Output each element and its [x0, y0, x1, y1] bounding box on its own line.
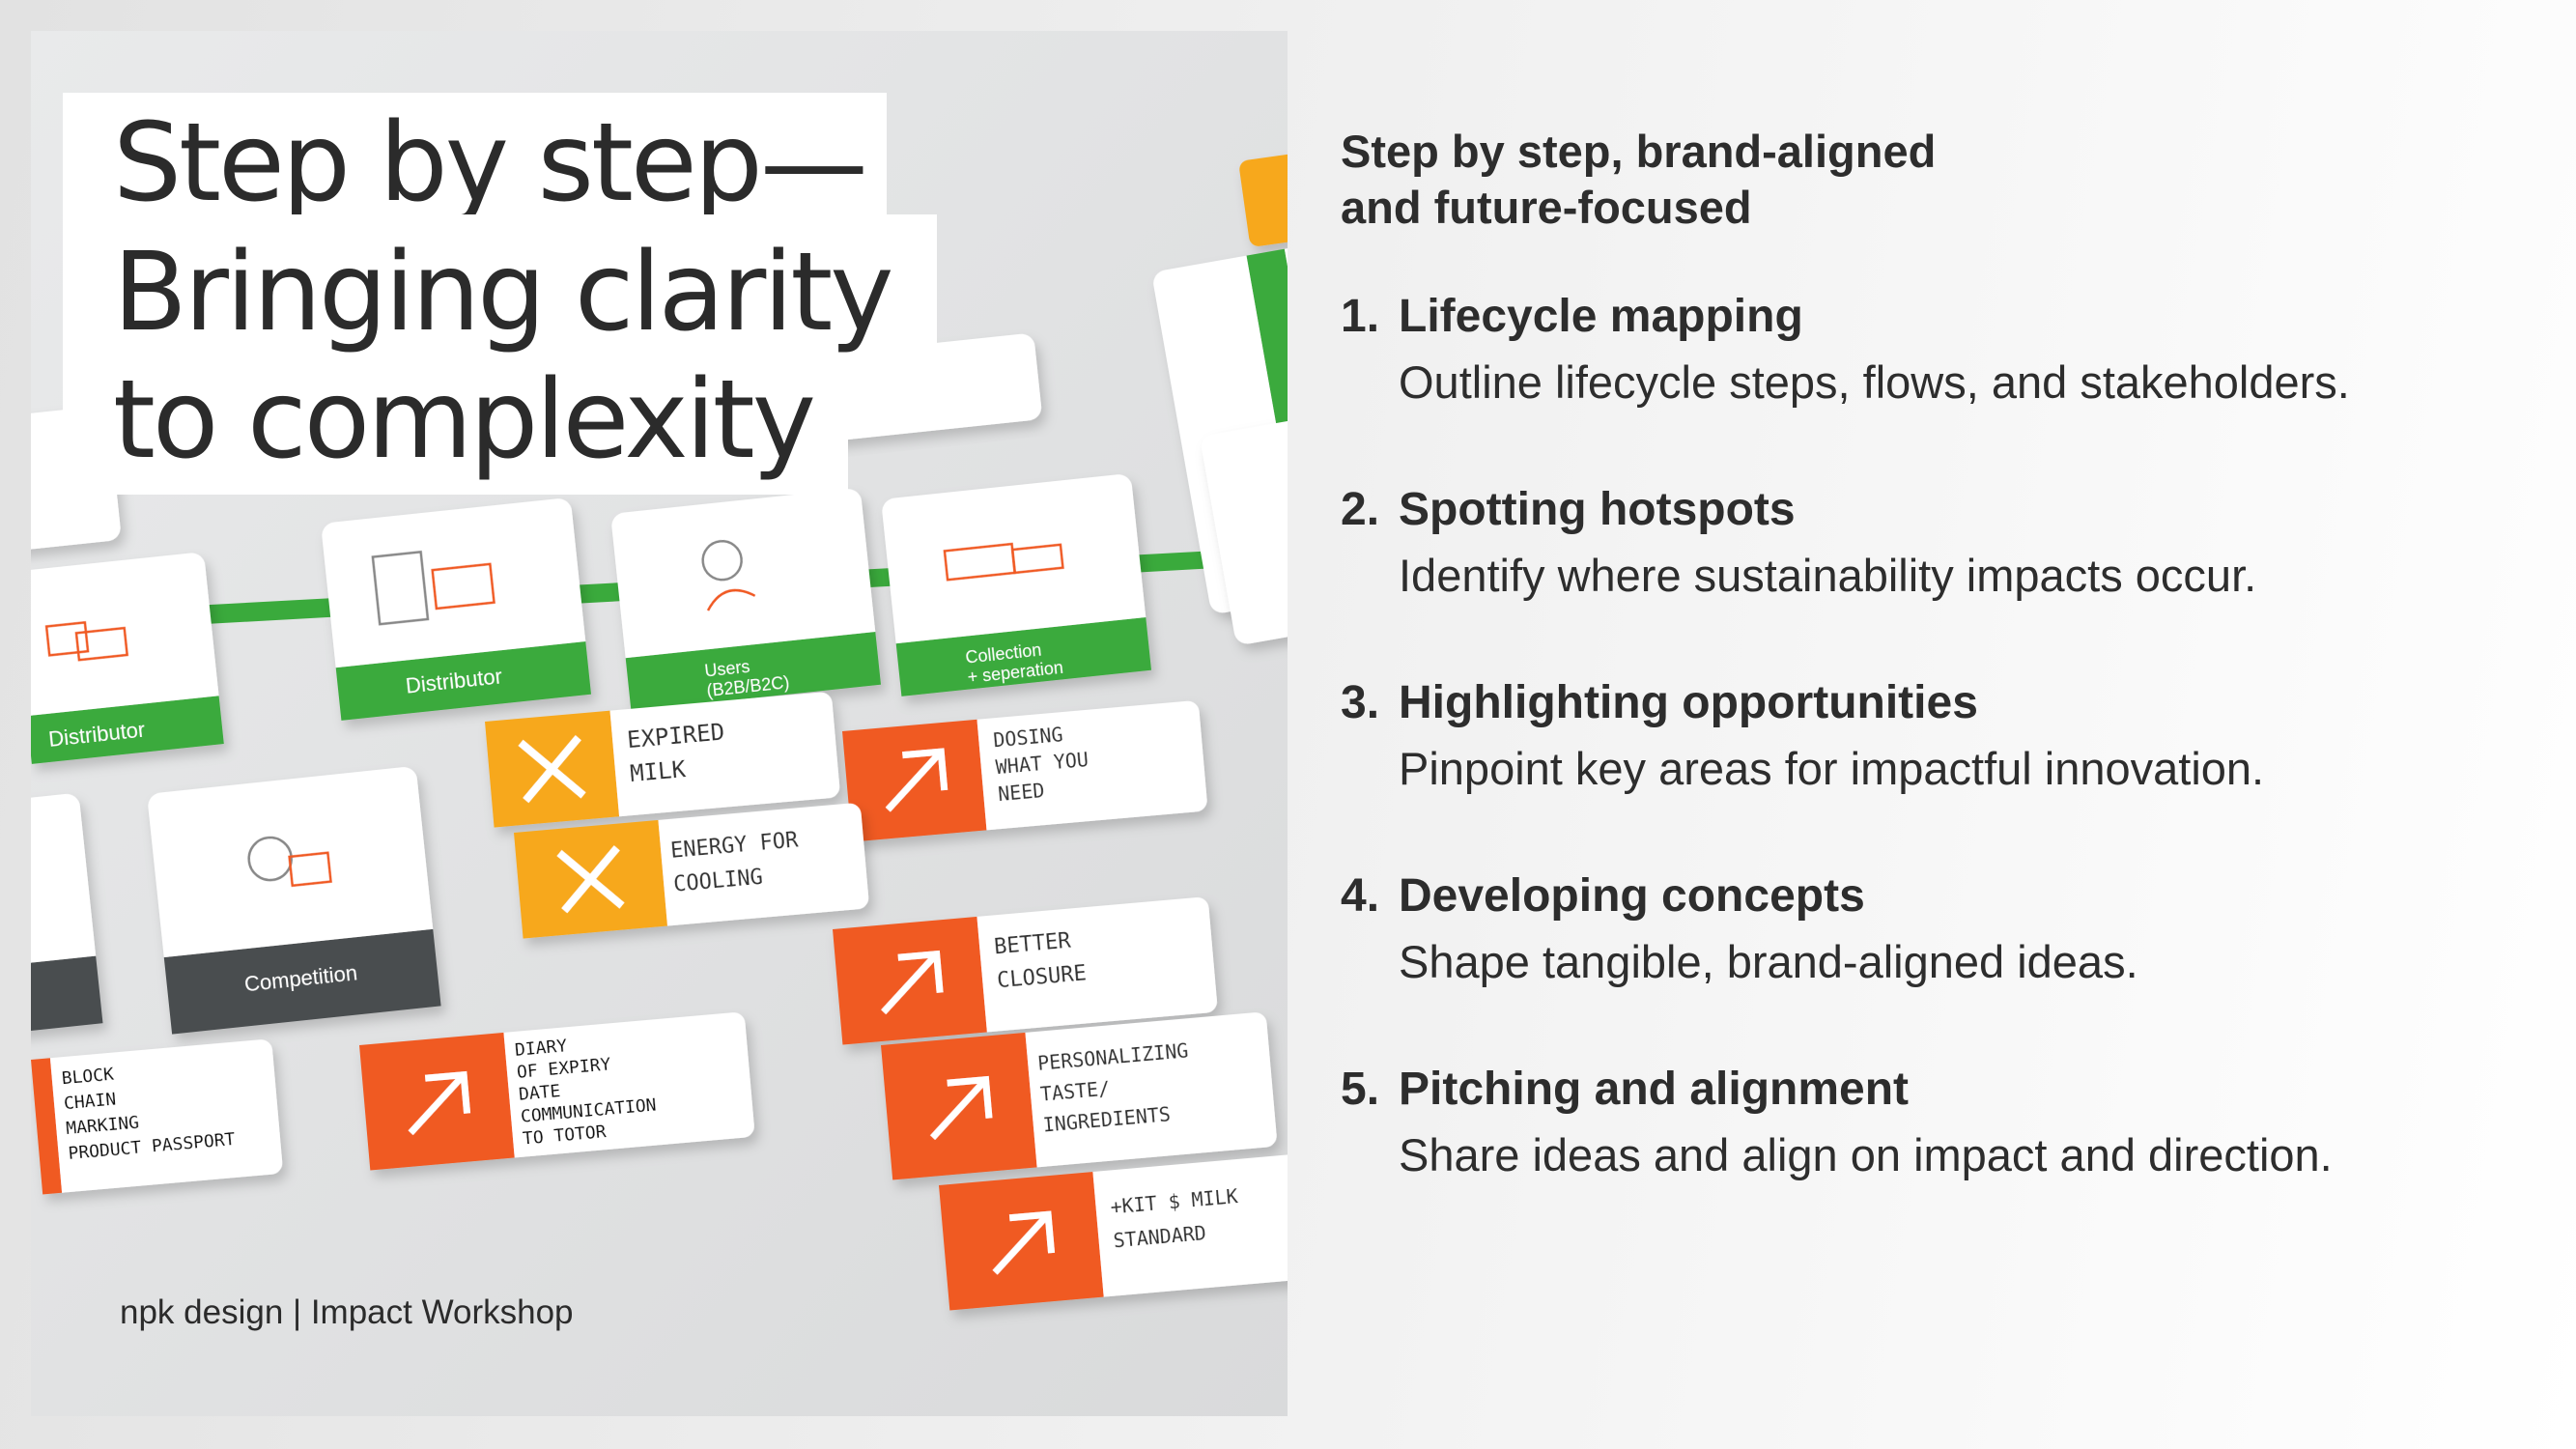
slide-title-line-1: Step by step—	[63, 93, 887, 238]
step-title-text: Pitching and alignment	[1399, 1064, 1910, 1115]
step-title-text: Lifecycle mapping	[1399, 291, 1803, 342]
footer-caption: npk design | Impact Workshop	[120, 1293, 574, 1331]
note-text-diary: DIARYOF EXPIRYDATECOMMUNICATIONTO TOTOR	[514, 1029, 659, 1150]
note-card-energy: ENERGY FORCOOLING	[514, 803, 869, 939]
step-item: 4. Developing concepts Shape tangible, br…	[1341, 867, 2538, 991]
step-title-text: Highlighting opportunities	[1399, 677, 1978, 728]
step-item: 2. Spotting hotspots Identify where susta…	[1341, 481, 2538, 605]
step-number: 5.	[1341, 1064, 1380, 1115]
note-card-personalizing: PERSONALIZINGTASTE/INGREDIENTS	[881, 1012, 1277, 1180]
step-description: Share ideas and align on impact and dire…	[1399, 1129, 2333, 1180]
step-title: 4. Developing concepts	[1341, 867, 2538, 925]
card-right-edge	[1202, 418, 1288, 644]
stage-card-competition: Competition	[148, 767, 441, 1035]
section-heading: Step by step, brand-aligned and future-f…	[1341, 124, 2075, 236]
note-card-kit-milk: +KIT $ MILKSTANDARD	[938, 1152, 1288, 1311]
step-description: Shape tangible, brand-aligned ideas.	[1399, 936, 2138, 987]
step-item: 5. Pitching and alignment Share ideas and…	[1341, 1061, 2538, 1184]
step-title: 2. Spotting hotspots	[1341, 481, 2538, 539]
note-card-blockchain: BLOCKCHAINMARKINGPRODUCT PASSPORT	[31, 1039, 283, 1195]
step-item: 1. Lifecycle mapping Outline lifecycle st…	[1341, 288, 2538, 412]
slide-title-line-2: Bringing clarity	[63, 214, 937, 359]
note-card-dosing: DOSINGWHAT YOUNEED	[842, 700, 1207, 842]
step-description: Outline lifecycle steps, flows, and stak…	[1399, 356, 2350, 408]
note-card-better-closure: BETTERCLOSURE	[833, 897, 1217, 1045]
step-number: 1.	[1341, 291, 1380, 342]
step-number: 2.	[1341, 484, 1380, 535]
step-description: Pinpoint key areas for impactful innovat…	[1399, 743, 2265, 794]
section-heading-line-1: Step by step, brand-aligned	[1341, 126, 1937, 177]
slide-title-line-3: to complexity	[63, 359, 848, 495]
step-number: 3.	[1341, 677, 1380, 728]
step-title-text: Developing concepts	[1399, 870, 1865, 922]
section-heading-line-2: and future-focused	[1341, 182, 1752, 233]
step-title-text: Spotting hotspots	[1399, 484, 1796, 535]
stage-card-collection: Collection+ seperation	[882, 474, 1152, 696]
note-card-expired-milk: EXPIREDMILK	[485, 692, 840, 828]
step-title: 1. Lifecycle mapping	[1341, 288, 2538, 346]
stage-card-distributor: Distributor	[322, 498, 592, 721]
stage-card-users: Users(B2B/B2C)	[611, 489, 882, 711]
step-item: 3. Highlighting opportunities Pinpoint ke…	[1341, 674, 2538, 798]
note-card-diary: DIARYOF EXPIRYDATECOMMUNICATIONTO TOTOR	[359, 1012, 754, 1171]
note-text-energy: ENERGY FORCOOLING	[669, 828, 803, 896]
card-top-yellow	[1239, 152, 1288, 246]
step-title: 5. Pitching and alignment	[1341, 1061, 2538, 1119]
card-dark-partial	[31, 793, 103, 1035]
step-number: 4.	[1341, 870, 1380, 922]
step-title: 3. Highlighting opportunities	[1341, 674, 2538, 732]
stage-card-distributor-left: Distributor	[31, 553, 224, 764]
step-description: Identify where sustainability impacts oc…	[1399, 550, 2257, 601]
